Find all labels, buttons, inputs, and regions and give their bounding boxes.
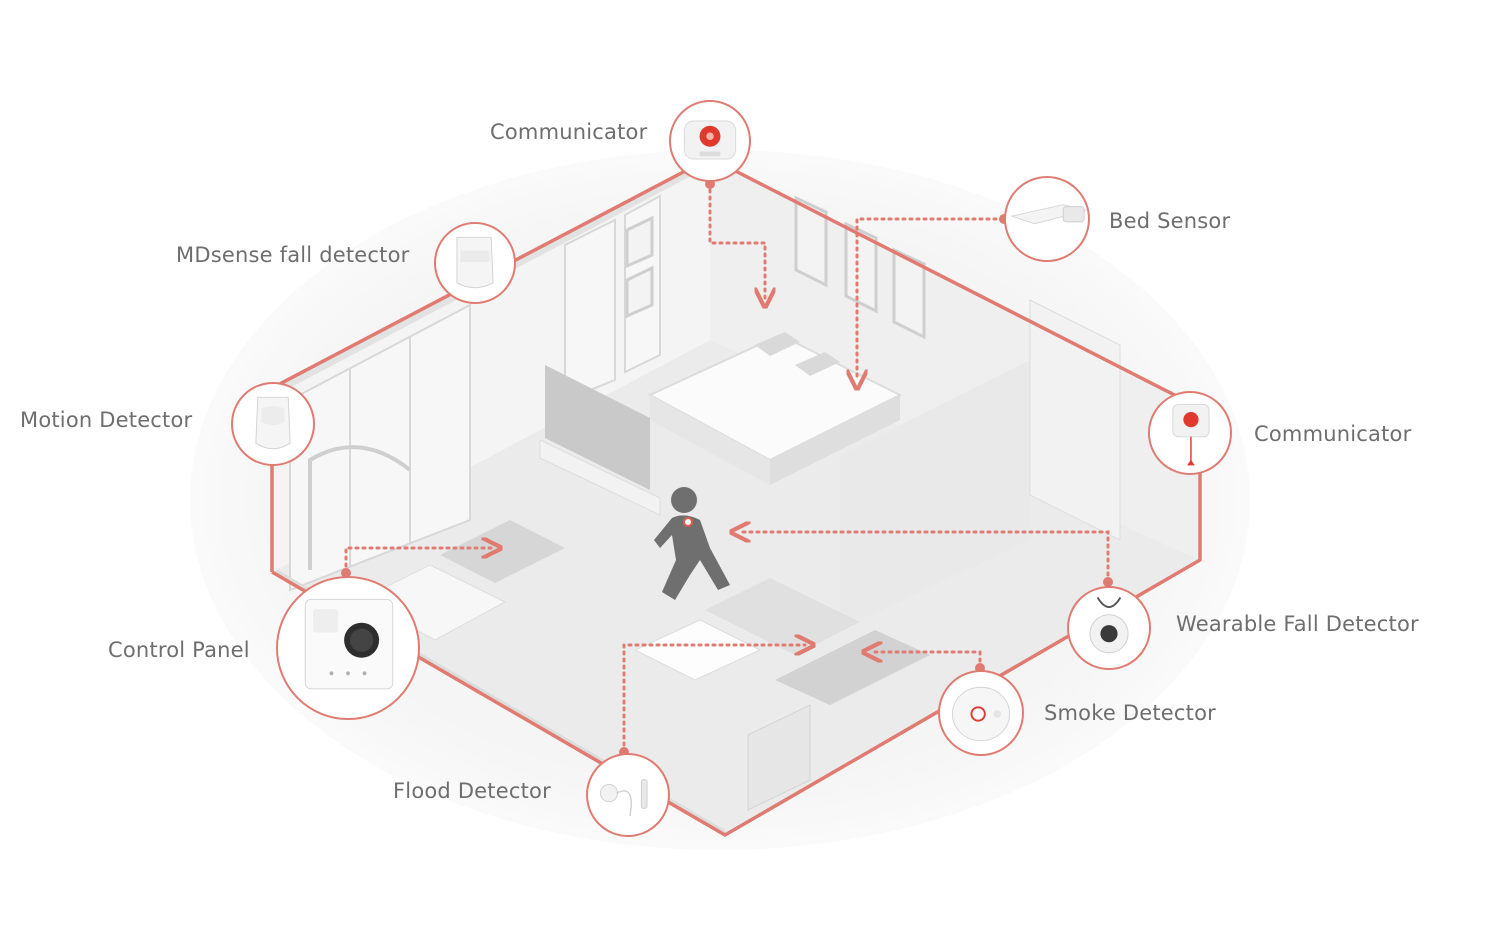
smoke-detector-node (938, 670, 1024, 756)
mdsense-node (434, 222, 516, 304)
label-mdsense: MDsense fall detector (176, 243, 410, 267)
label-wearable: Wearable Fall Detector (1176, 612, 1419, 636)
flood-detector-icon (599, 779, 648, 817)
connector-lines (344, 181, 1110, 754)
wearable-node (1067, 586, 1151, 670)
communicator-icon (683, 120, 737, 160)
label-motion-detector: Motion Detector (20, 408, 193, 432)
label-bed-sensor: Bed Sensor (1109, 209, 1231, 233)
control-panel-node (276, 576, 420, 720)
flood-detector-node (586, 753, 670, 837)
label-control-panel: Control Panel (108, 638, 250, 662)
control-panel-icon (304, 598, 394, 690)
label-communicator-right: Communicator (1254, 422, 1412, 446)
label-flood-detector: Flood Detector (393, 779, 551, 803)
motion-detector-icon (255, 396, 291, 450)
label-communicator-top: Communicator (490, 120, 648, 144)
fall-detector-icon (456, 236, 494, 289)
communicator-right-node (1148, 391, 1232, 475)
bed-sensor-node (1004, 176, 1090, 262)
person-figure (654, 487, 730, 600)
bed-sensor-icon (1009, 204, 1087, 225)
wearable-icon (1089, 597, 1129, 654)
label-smoke-detector: Smoke Detector (1044, 701, 1216, 725)
smoke-detector-icon (951, 686, 1011, 742)
communicator-top-node (669, 100, 751, 182)
motion-detector-node (231, 382, 315, 466)
pendant-communicator-icon (1172, 403, 1210, 466)
